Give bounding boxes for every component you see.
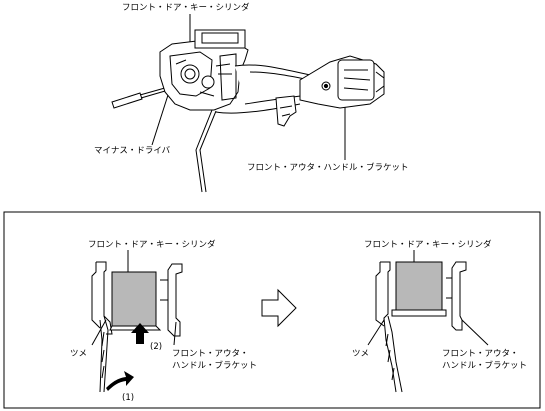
after-label-cylinder: フロント・ドア・キー・シリンダ [364,240,492,250]
top-label-bracket: フロント・アウタ・ハンドル・ブラケット [247,163,409,173]
rod [195,109,217,193]
after-label-bracket-line2: ハンドル・ブラケット [442,361,528,371]
top-label-cylinder: フロント・ドア・キー・シリンダ [122,3,250,13]
transition-arrow-icon [261,288,297,328]
top-label-driver: マイナス・ドライバ [94,146,171,156]
before-label-tab: ツメ [70,349,88,359]
leader-driver [151,94,169,146]
handle-housing-left [159,29,249,111]
step-2-label: (2) [150,342,163,352]
after-diagram [367,250,489,393]
before-diagram [91,250,183,393]
before-label-cylinder: フロント・ドア・キー・シリンダ [88,240,216,250]
arrow-step-1-icon [106,371,134,391]
before-label-bracket-line2: ハンドル・ブラケット [172,361,258,371]
arrow-step-2-icon [131,323,149,344]
after-label-tab: ツメ [352,349,370,359]
screwdriver-drawing [111,85,173,109]
step-1-label: (1) [122,393,135,403]
before-label-bracket-line1: フロント・アウタ・ [172,349,249,359]
after-label-bracket-line1: フロント・アウタ・ [442,349,519,359]
detail-panel-border [3,211,541,409]
bracket-right [275,55,385,127]
